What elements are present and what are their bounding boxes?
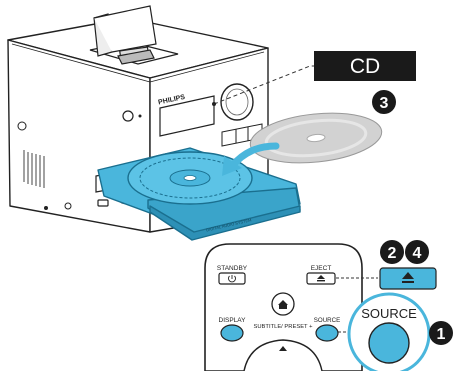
source-button-small[interactable] [316, 325, 338, 341]
eject-label: EJECT [311, 265, 332, 272]
display-button[interactable] [221, 325, 243, 341]
subtitle-preset-label: SUBTITLE/ PRESET + [253, 324, 313, 330]
step-4-number: 4 [413, 245, 422, 262]
standby-label: STANDBY [217, 265, 248, 272]
usb-port [98, 200, 108, 206]
home-button[interactable] [272, 293, 294, 315]
step-badge-1: 1 [429, 321, 453, 345]
source-highlight: SOURCE [349, 294, 429, 371]
source-big-label: SOURCE [361, 306, 417, 321]
standby-button[interactable] [219, 273, 245, 284]
volume-knob [221, 84, 253, 120]
side-screw [18, 122, 26, 130]
step-1-number: 1 [437, 326, 446, 343]
eject-button[interactable] [307, 273, 335, 284]
step-2-number: 2 [388, 245, 397, 262]
cd-callout-text: CD [350, 55, 380, 78]
step-3-number: 3 [380, 95, 389, 112]
eject-highlight-button [380, 268, 436, 289]
display-label: DISPLAY [219, 317, 247, 324]
step-badge-2: 2 [380, 240, 404, 264]
cd-source-callout: CD [314, 51, 416, 81]
power-button [123, 111, 133, 121]
step-badge-3: 3 [372, 90, 396, 114]
step-badge-4: 4 [405, 240, 429, 264]
source-big-button [369, 323, 409, 363]
source-label-small: SOURCE [314, 317, 340, 324]
